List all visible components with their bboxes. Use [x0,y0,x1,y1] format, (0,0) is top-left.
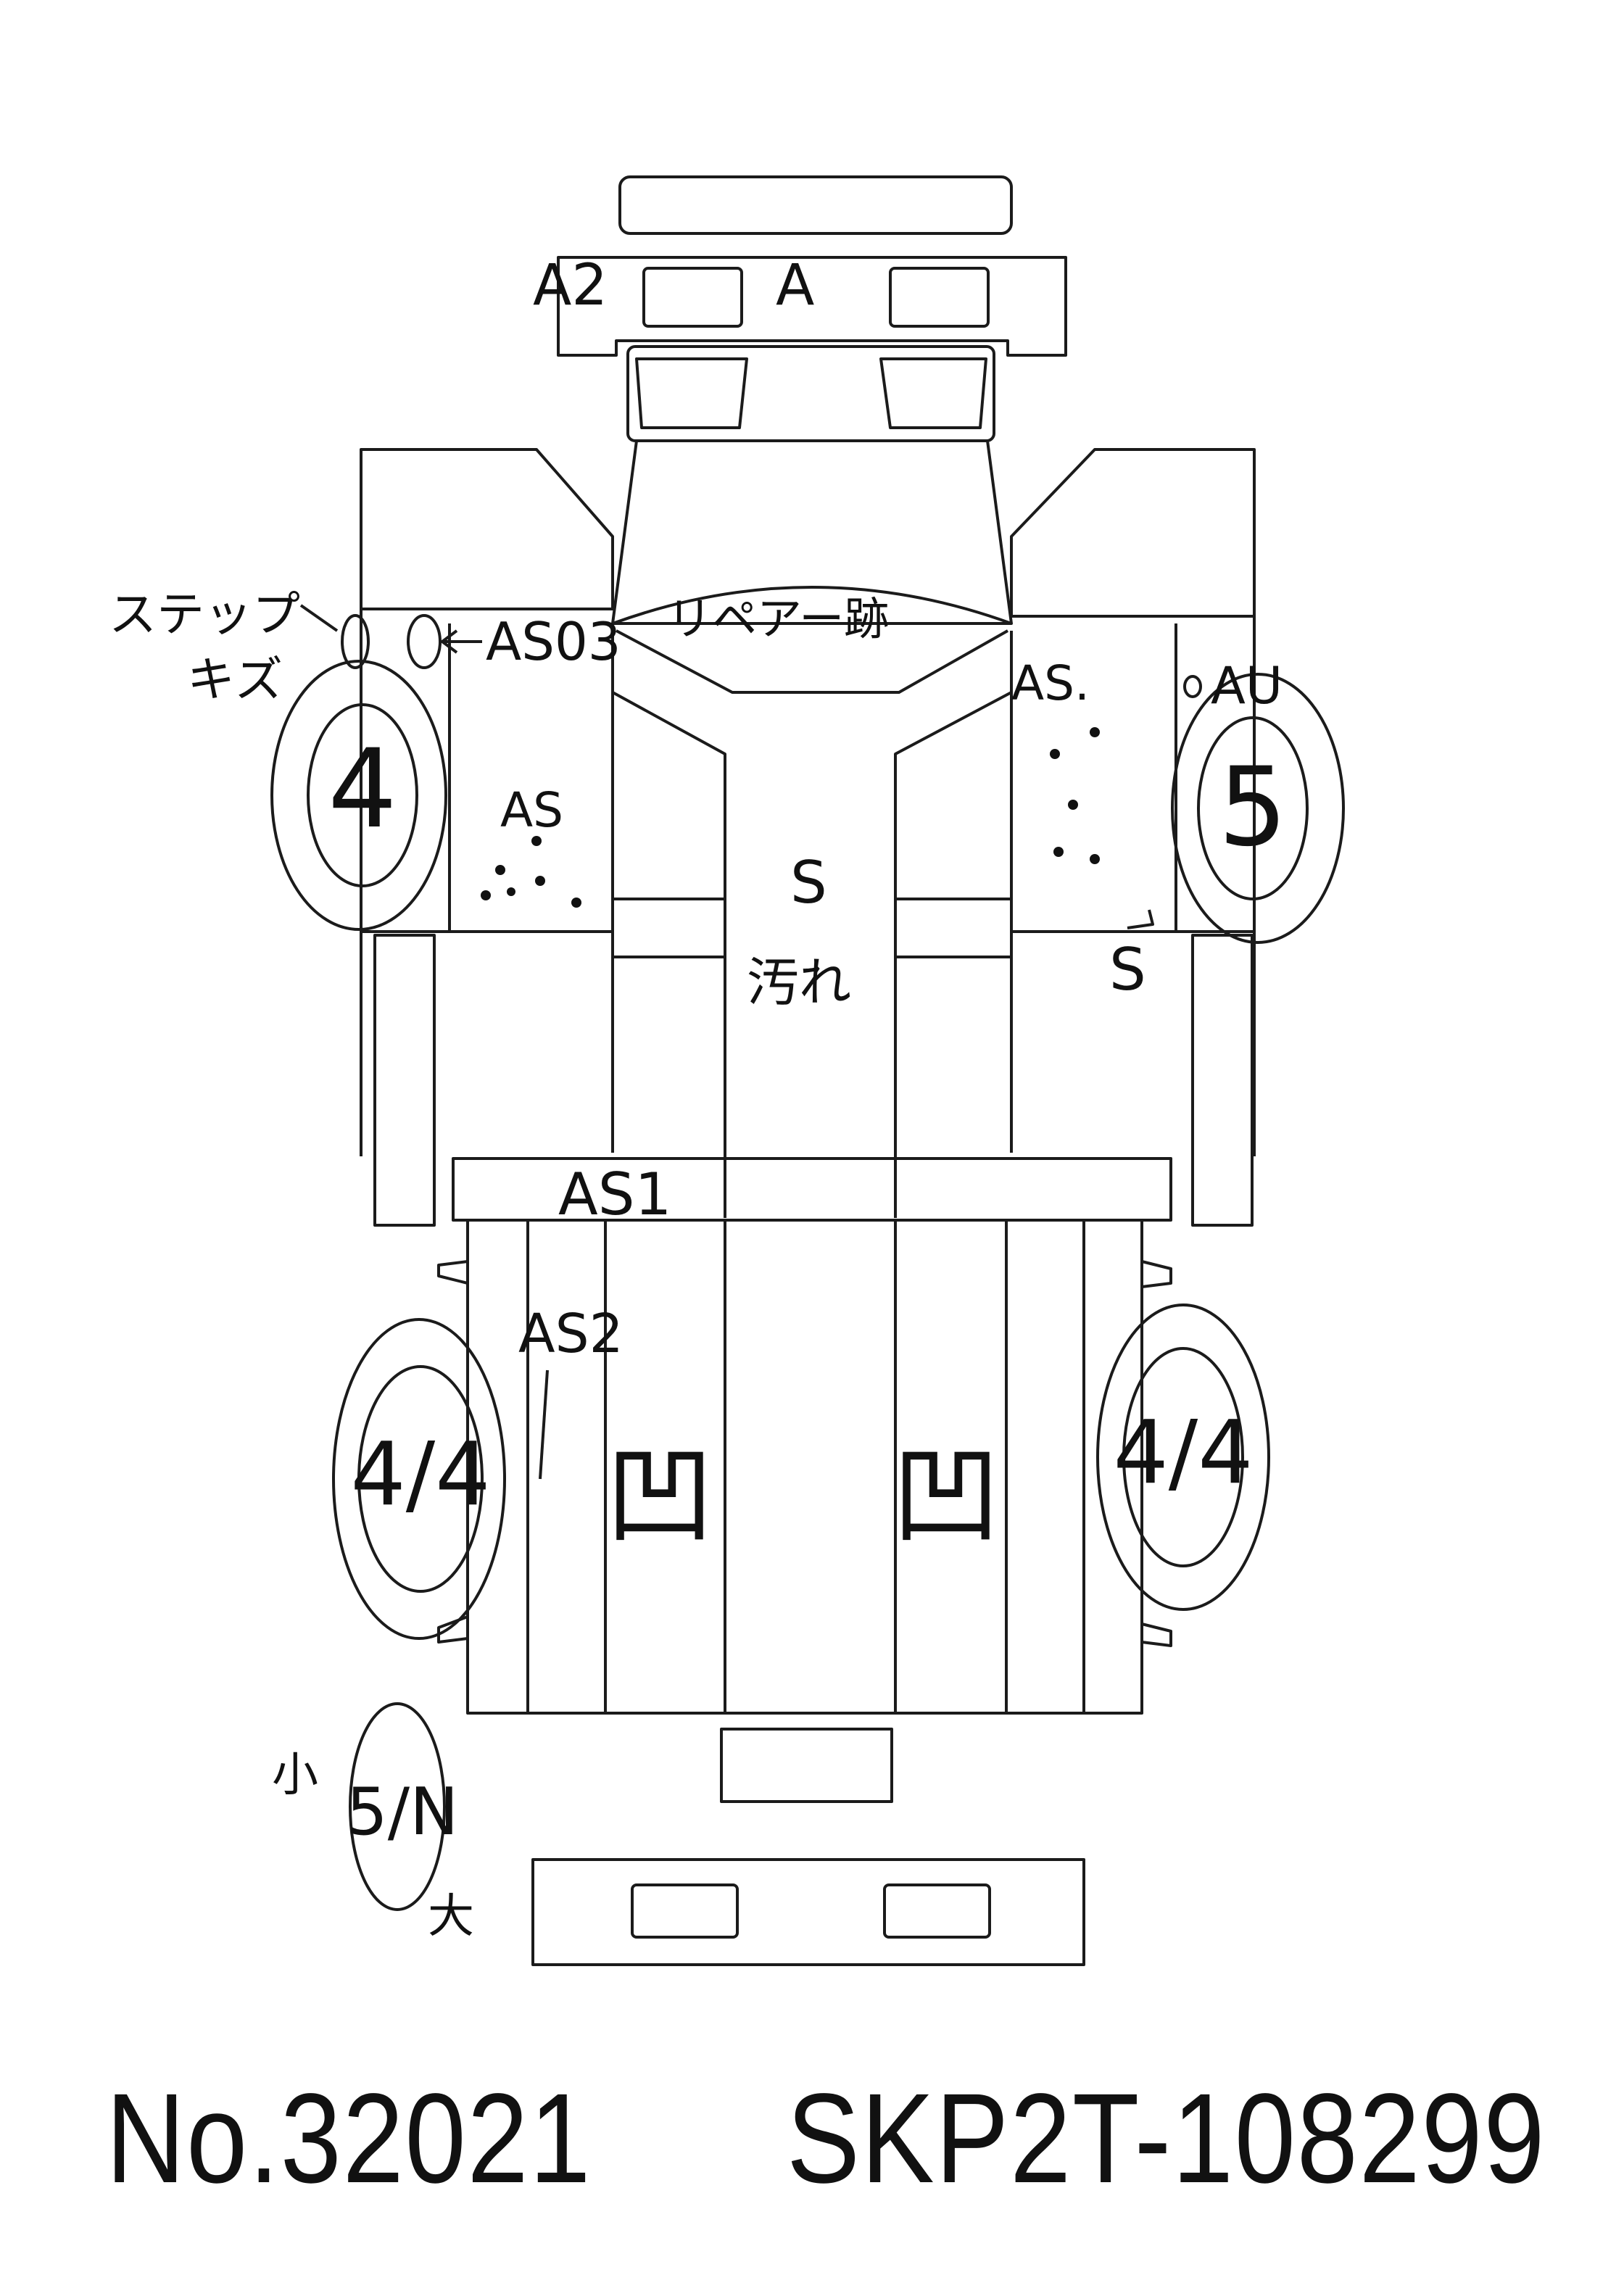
hood [611,439,1013,694]
headlight-block [626,345,995,442]
tire-rear-right-grade: 4/4 [1113,1403,1253,1504]
note-scratch: キズ [187,652,283,708]
note-center-s: S [790,849,827,916]
as03-arrow [441,629,482,654]
spare-small-note: 小 [272,1749,318,1802]
svg-text:凹: 凹 [605,1433,714,1559]
step-mark-1 [341,614,370,669]
left-fender [360,448,614,933]
note-left-as: AS [500,782,563,838]
inspection-number: No.32021 [106,2068,592,2210]
chassis-serial: SKP2T-108299 [787,2068,1546,2210]
step-mark-2 [407,614,442,669]
tire-spare-grade: 5/N [347,1774,459,1850]
front-bumper [557,175,1067,357]
note-as03: AS03 [486,611,621,672]
note-as2: AS2 [518,1303,624,1365]
as2-mark [539,1369,549,1480]
tire-front-left-grade: 4 [328,726,397,853]
cargo-bed [437,1219,1172,1715]
right-s-arrow [1127,909,1154,929]
dent-symbol-right: 凹 [892,1433,1000,1559]
cab-body [360,609,1256,1218]
note-center-stain: 汚れ [747,952,851,1013]
side-steps [373,934,1254,1227]
tire-front-right-grade: 5 [1218,745,1287,871]
note-right-s: S [1109,936,1146,1003]
tire-rear-left: 4/4 [332,1318,506,1640]
svg-text:凹: 凹 [892,1433,1000,1559]
tire-front-right: 5 [1171,673,1345,944]
note-front-a: A [776,253,814,318]
au-mark [1183,675,1202,698]
note-right-au: AU [1211,656,1283,716]
tire-spare: 5/N 小 大 [272,1702,474,1944]
step-arrow [299,604,339,632]
rear-bumper [531,1728,1085,1966]
note-as1: AS1 [558,1161,671,1228]
note-front-a2: A2 [533,253,608,318]
note-right-as: AS. [1011,655,1090,711]
dent-symbol-left: 凹 [605,1433,714,1559]
note-step: ステップ [109,587,300,642]
spare-large-note: 大 [428,1890,474,1944]
tire-front-left: 4 [270,660,447,931]
tire-rear-right: 4/4 [1096,1304,1270,1611]
tire-rear-left-grade: 4/4 [350,1425,490,1525]
note-repair: リペアー跡 [667,592,889,645]
